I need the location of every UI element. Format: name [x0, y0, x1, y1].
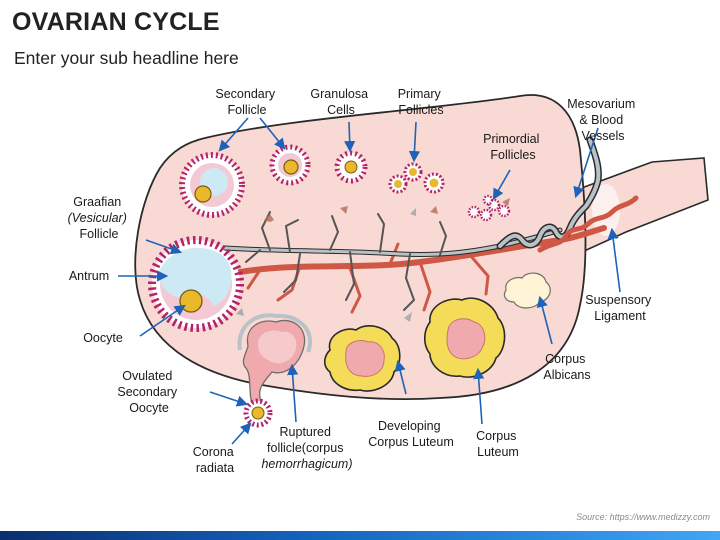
primordial-follicles — [467, 194, 511, 222]
graafian-follicle — [148, 236, 244, 332]
label-corpus-albicans: Corpus Albicans — [543, 352, 590, 382]
label-corona-radiata: Corona radiata — [193, 445, 237, 475]
label-secondary-follicle: Secondary Follicle — [215, 87, 278, 117]
source-credit: Source: https://www.medizzy.com — [576, 512, 710, 522]
secondary-follicle — [269, 144, 311, 186]
developing-corpus-luteum — [323, 325, 401, 392]
label-mesovarium: Mesovarium & Blood Vessels — [567, 97, 639, 143]
label-oocyte: Oocyte — [83, 331, 123, 345]
corpus-luteum — [423, 297, 506, 378]
page-title: OVARIAN CYCLE — [12, 8, 220, 36]
label-antrum: Antrum — [69, 269, 109, 283]
label-ruptured-follicle: Ruptured follicle(corpus hemorrhagicum) — [261, 425, 352, 471]
label-granulosa-cells: Granulosa Cells — [310, 87, 371, 117]
label-graafian-follicle: Graafian (Vesicular) Follicle — [68, 195, 131, 241]
ovulated-oocyte — [243, 398, 273, 428]
pointer-arrows — [118, 117, 621, 445]
ligament-highlight — [592, 184, 620, 236]
oocyte — [179, 289, 203, 313]
label-suspensory-ligament: Suspensory Ligament — [585, 293, 655, 323]
label-ovulated-oocyte: Ovulated Secondary Oocyte — [117, 369, 180, 415]
label-developing-corpus-luteum: Developing Corpus Luteum — [368, 419, 453, 449]
label-primordial-follicles: Primordial Follicles — [483, 132, 543, 162]
granulosa-follicle — [334, 150, 368, 184]
ruptured-follicle — [237, 313, 312, 405]
footer-bar — [0, 531, 720, 540]
stroma-squiggles — [236, 198, 510, 322]
antrum — [159, 248, 232, 306]
primary-follicles — [388, 162, 445, 194]
artery-in-ligament — [537, 195, 639, 253]
page-subtitle: Enter your sub headline here — [14, 48, 239, 68]
label-corpus-luteum: Corpus Luteum — [476, 429, 520, 459]
label-primary-follicles: Primary Follicles — [398, 87, 445, 117]
secondary-follicle-large — [179, 152, 245, 218]
